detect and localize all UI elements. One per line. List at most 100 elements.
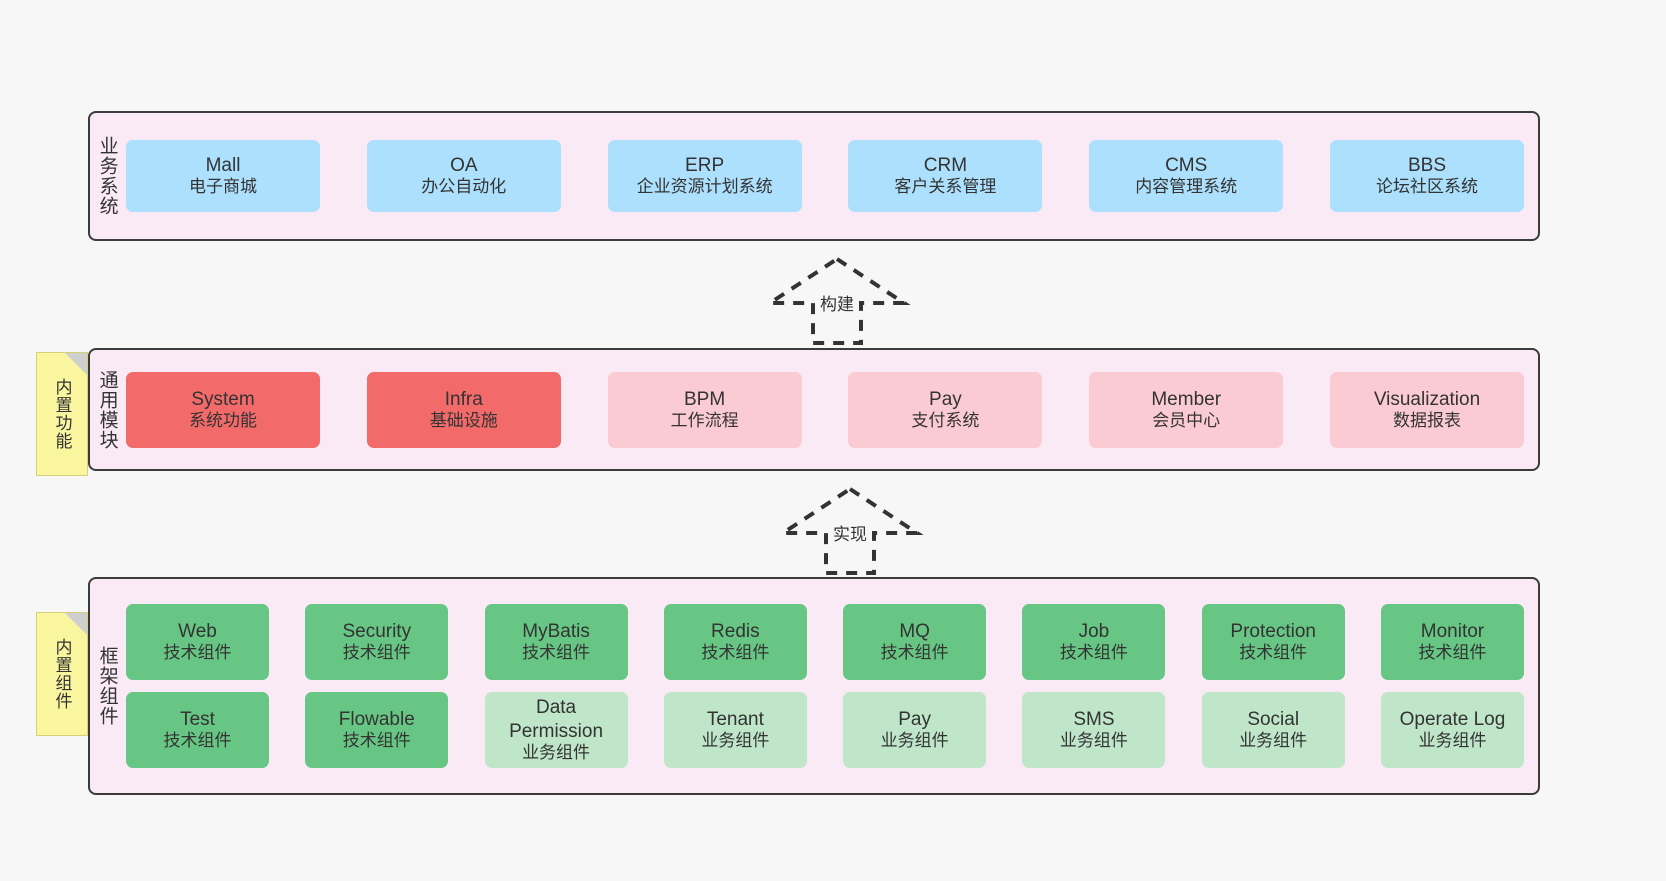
- card-redis[interactable]: Redis 技术组件: [663, 604, 807, 680]
- card-title: Member: [1151, 388, 1222, 410]
- card-subtitle: 技术组件: [1059, 643, 1128, 663]
- card-title: Operate Log: [1399, 709, 1506, 731]
- card-subtitle: 业务组件: [1059, 731, 1128, 751]
- card-mybatis[interactable]: MyBatis 技术组件: [484, 604, 628, 680]
- card-system[interactable]: System 系统功能: [126, 371, 320, 448]
- card-title: Flowable: [338, 709, 415, 731]
- card-subtitle: 技术组件: [522, 643, 591, 663]
- card-oa[interactable]: OA 办公自动化: [366, 140, 561, 212]
- card-title: MQ: [899, 621, 930, 643]
- card-subtitle: 数据报表: [1392, 410, 1461, 430]
- card-title: Monitor: [1420, 621, 1485, 643]
- card-pay-module[interactable]: Pay 支付系统: [848, 371, 1043, 448]
- card-member[interactable]: Member 会员中心: [1089, 371, 1284, 448]
- card-subtitle: 技术组件: [1239, 643, 1308, 663]
- card-title: Test: [180, 709, 215, 731]
- card-title: Pay: [898, 709, 931, 731]
- card-subtitle: 会员中心: [1152, 410, 1221, 430]
- card-visualization[interactable]: Visualization 数据报表: [1329, 371, 1524, 448]
- layer-title-modules: 通用模块: [96, 369, 118, 450]
- card-title: BPM: [684, 388, 726, 410]
- card-title: Web: [178, 621, 217, 643]
- arrow-build: 构建: [757, 255, 917, 345]
- card-social[interactable]: Social 业务组件: [1201, 692, 1345, 768]
- framework-card-row-1: Web 技术组件 Security 技术组件 MyBatis 技术组件 Redi…: [126, 604, 1524, 680]
- card-monitor[interactable]: Monitor 技术组件: [1380, 604, 1524, 680]
- card-subtitle: 业务组件: [880, 731, 949, 751]
- card-title: OA: [450, 155, 478, 177]
- card-subtitle: 工作流程: [670, 410, 739, 430]
- card-title: Social: [1247, 709, 1300, 731]
- card-subtitle: 企业资源计划系统: [636, 177, 773, 197]
- card-web[interactable]: Web 技术组件: [126, 604, 269, 680]
- layer-common-modules: 通用模块 System 系统功能 Infra 基础设施 BPM 工作流程 Pay…: [88, 348, 1540, 471]
- arrow-build-label: 构建: [817, 290, 857, 315]
- card-subtitle: 技术组件: [342, 643, 411, 663]
- card-subtitle: 支付系统: [911, 410, 980, 430]
- layer-framework-components: 框架组件 Web 技术组件 Security 技术组件 MyBatis 技术组件…: [88, 577, 1540, 795]
- card-title: Tenant: [706, 709, 764, 731]
- card-erp[interactable]: ERP 企业资源计划系统: [607, 140, 802, 212]
- note-fold-corner-icon: [65, 613, 87, 635]
- card-title: Job: [1078, 621, 1110, 643]
- card-subtitle: 业务组件: [1239, 731, 1308, 751]
- card-cms[interactable]: CMS 内容管理系统: [1089, 140, 1284, 212]
- card-title: Mall: [205, 155, 241, 177]
- arrow-implement-label: 实现: [830, 520, 870, 545]
- card-test[interactable]: Test 技术组件: [126, 692, 269, 768]
- card-flowable[interactable]: Flowable 技术组件: [305, 692, 449, 768]
- card-title: Pay: [929, 388, 962, 410]
- card-title: Protection: [1230, 621, 1316, 643]
- layer-title-business: 业务系统: [96, 136, 118, 216]
- layer-title-framework: 框架组件: [96, 646, 118, 726]
- card-title: Redis: [711, 621, 760, 643]
- card-title: Security: [342, 621, 412, 643]
- note-fold-corner-icon: [65, 353, 87, 375]
- card-tenant[interactable]: Tenant 业务组件: [663, 692, 807, 768]
- card-subtitle: 办公自动化: [421, 177, 507, 197]
- card-infra[interactable]: Infra 基础设施: [366, 371, 561, 448]
- card-title: MyBatis: [522, 621, 590, 643]
- card-bpm[interactable]: BPM 工作流程: [607, 371, 802, 448]
- business-card-row: Mall 电子商城 OA 办公自动化 ERP 企业资源计划系统 CRM 客户关系…: [126, 140, 1524, 212]
- card-bbs[interactable]: BBS 论坛社区系统: [1329, 140, 1524, 212]
- card-mq[interactable]: MQ 技术组件: [843, 604, 987, 680]
- card-subtitle: 基础设施: [429, 410, 498, 430]
- card-title: ERP: [685, 155, 725, 177]
- card-subtitle: 技术组件: [701, 643, 770, 663]
- card-operate-log[interactable]: Operate Log 业务组件: [1380, 692, 1524, 768]
- card-title: BBS: [1407, 155, 1446, 177]
- card-subtitle: 技术组件: [163, 731, 232, 751]
- card-mall[interactable]: Mall 电子商城: [126, 140, 320, 212]
- card-subtitle: 技术组件: [342, 731, 411, 751]
- layer-body-modules: System 系统功能 Infra 基础设施 BPM 工作流程 Pay 支付系统…: [124, 350, 1538, 469]
- sticky-note-builtin-components: 内置组件: [36, 612, 88, 736]
- card-title: Infra: [444, 388, 483, 410]
- modules-card-row: System 系统功能 Infra 基础设施 BPM 工作流程 Pay 支付系统…: [126, 371, 1524, 448]
- framework-card-row-2: Test 技术组件 Flowable 技术组件 Data Permission …: [126, 692, 1524, 768]
- card-subtitle: 技术组件: [880, 643, 949, 663]
- layer-business-systems: 业务系统 Mall 电子商城 OA 办公自动化 ERP 企业资源计划系统 CRM…: [88, 111, 1540, 241]
- card-security[interactable]: Security 技术组件: [305, 604, 449, 680]
- card-title: SMS: [1073, 709, 1115, 731]
- card-job[interactable]: Job 技术组件: [1022, 604, 1166, 680]
- card-title: System: [191, 388, 255, 410]
- card-subtitle: 电子商城: [189, 177, 257, 197]
- card-title: Data Permission: [509, 697, 604, 742]
- card-subtitle: 客户关系管理: [894, 177, 997, 197]
- card-data-permission[interactable]: Data Permission 业务组件: [484, 692, 628, 768]
- card-sms[interactable]: SMS 业务组件: [1022, 692, 1166, 768]
- note-label: 内置功能: [52, 378, 72, 450]
- card-protection[interactable]: Protection 技术组件: [1201, 604, 1345, 680]
- card-title: Visualization: [1373, 388, 1481, 410]
- card-crm[interactable]: CRM 客户关系管理: [848, 140, 1043, 212]
- card-title: CRM: [923, 155, 968, 177]
- card-subtitle: 系统功能: [189, 410, 257, 430]
- note-label: 内置组件: [52, 638, 72, 710]
- card-subtitle: 业务组件: [1418, 731, 1487, 751]
- card-subtitle: 技术组件: [163, 643, 232, 663]
- card-subtitle: 论坛社区系统: [1375, 177, 1478, 197]
- card-pay-component[interactable]: Pay 业务组件: [843, 692, 987, 768]
- layer-body-framework: Web 技术组件 Security 技术组件 MyBatis 技术组件 Redi…: [124, 579, 1538, 793]
